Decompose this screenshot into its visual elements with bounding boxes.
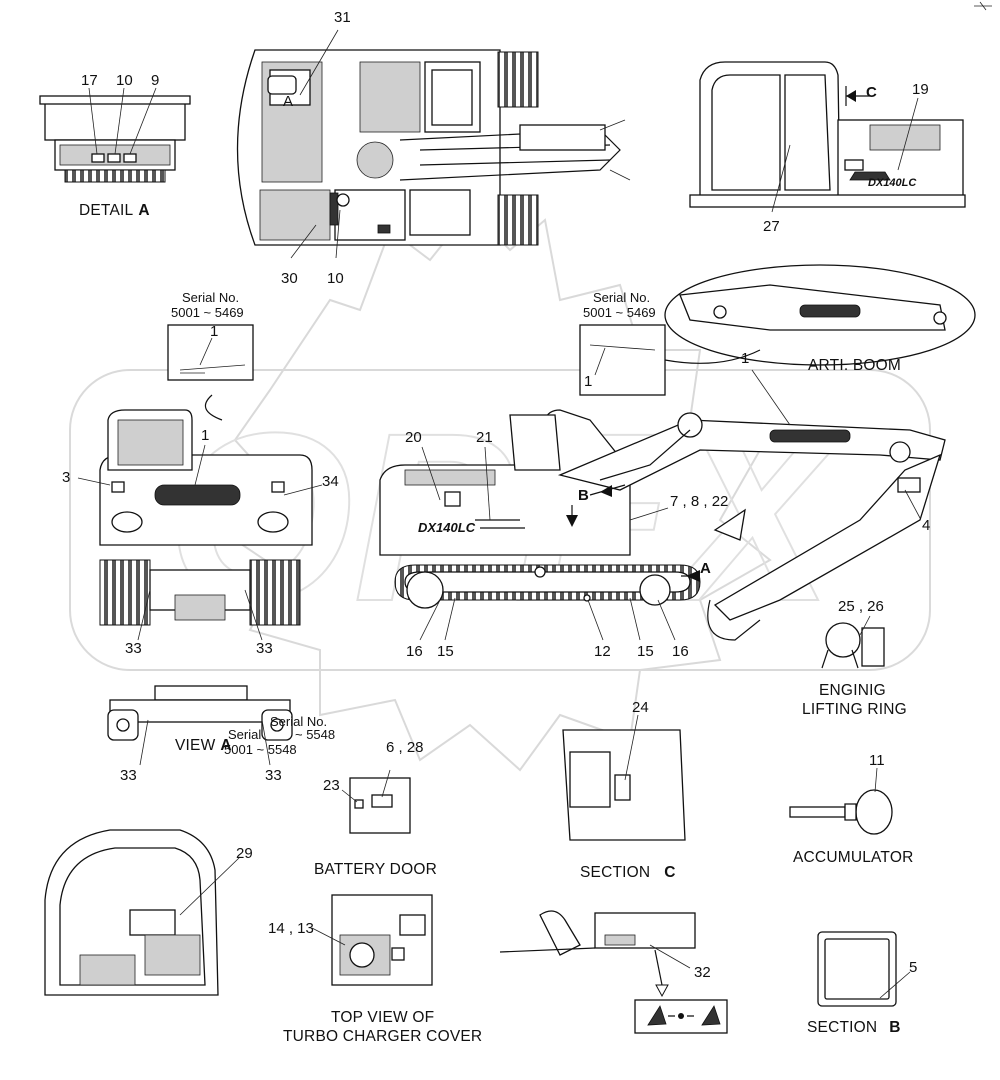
callout-1-boom: 1 xyxy=(741,350,749,367)
callout-31: 31 xyxy=(334,9,351,26)
detail-a-drawing xyxy=(39,87,191,183)
callout-5: 5 xyxy=(909,959,917,976)
caption-turbo-2: TURBO CHARGER COVER xyxy=(283,1028,482,1045)
callout-15-right: 15 xyxy=(637,643,654,660)
callout-21: 21 xyxy=(476,429,493,446)
callout-12: 12 xyxy=(594,643,611,660)
serial-view-range-left: 5001 ~ 5548 xyxy=(224,742,297,757)
view-arrow-a: A xyxy=(700,560,711,577)
callout-4: 4 xyxy=(922,517,930,534)
callout-14-13: 14 , 13 xyxy=(268,920,314,937)
callout-32: 32 xyxy=(694,964,711,981)
callout-10-top: 10 xyxy=(327,270,344,287)
callout-33-view-right: 33 xyxy=(265,767,282,784)
serial-view-prefix: Serial No. xyxy=(270,714,327,729)
view-a-drawing xyxy=(107,685,293,766)
accumulator-drawing xyxy=(789,767,893,835)
callout-11: 11 xyxy=(869,752,885,769)
callout-10-detail: 10 xyxy=(116,72,133,89)
model-badge-side: DX140LC xyxy=(868,177,917,189)
callout-7-8-22: 7 , 8 , 22 xyxy=(670,493,728,510)
top-view-drawing xyxy=(236,29,631,259)
control-lever-drawing xyxy=(499,910,728,1034)
serial-mid-title: Serial No. xyxy=(593,290,650,305)
side-view-drawing: DX140LC xyxy=(689,61,966,213)
caption-engine-ring-2: LIFTING RING xyxy=(802,701,907,718)
callout-33-front-left: 33 xyxy=(125,640,142,657)
serial-left-title: Serial No. xyxy=(182,290,239,305)
turbo-cover-drawing xyxy=(311,894,433,986)
corner-mark-icon xyxy=(974,1,992,11)
callout-27: 27 xyxy=(763,218,780,235)
caption-arti-boom: ARTI. BOOM xyxy=(808,357,901,374)
callout-16-right: 16 xyxy=(672,643,689,660)
callout-20: 20 xyxy=(405,429,422,446)
serial-view-prefix-overlap: Serial xyxy=(228,727,261,742)
callout-19: 19 xyxy=(912,81,929,98)
view-arrow-a-small: A xyxy=(283,93,293,110)
serial-left-range: 5001 ~ 5469 xyxy=(171,305,244,320)
cab-door-drawing xyxy=(44,829,241,996)
view-arrow-b: B xyxy=(578,487,589,504)
callout-9: 9 xyxy=(151,72,159,89)
serial-view-range-right: ~ 5548 xyxy=(295,727,335,742)
main-excavator-drawing: DX140LC xyxy=(379,369,946,641)
caption-battery-door: BATTERY DOOR xyxy=(314,861,437,878)
callout-1-serial-mid: 1 xyxy=(584,373,592,390)
callout-17: 17 xyxy=(81,72,98,89)
callout-25-26: 25 , 26 xyxy=(838,598,884,615)
battery-door-drawing xyxy=(341,769,411,834)
engine-lifting-ring-drawing xyxy=(821,615,885,669)
arti-boom-drawing xyxy=(664,264,976,366)
callout-34: 34 xyxy=(322,473,339,490)
callout-6-28: 6 , 28 xyxy=(386,739,424,756)
caption-engine-ring-1: ENGINIG xyxy=(819,682,886,699)
callout-30: 30 xyxy=(281,270,298,287)
serial-note-mid xyxy=(579,324,761,396)
front-view-drawing xyxy=(77,394,323,641)
callout-23: 23 xyxy=(323,777,340,794)
callout-29: 29 xyxy=(236,845,253,862)
callout-1-front: 1 xyxy=(201,427,209,444)
callout-33-view-left: 33 xyxy=(120,767,137,784)
caption-turbo-1: TOP VIEW OF xyxy=(331,1009,434,1026)
caption-accumulator: ACCUMULATOR xyxy=(793,849,913,866)
callout-16-left: 16 xyxy=(406,643,423,660)
callout-1-serial-left: 1 xyxy=(210,323,218,340)
view-arrow-c: C xyxy=(866,84,877,101)
section-c-drawing xyxy=(562,714,686,841)
model-badge-main: DX140LC xyxy=(418,520,476,535)
section-b-drawing xyxy=(817,931,911,1007)
serial-mid-range: 5001 ~ 5469 xyxy=(583,305,656,320)
callout-15-left: 15 xyxy=(437,643,454,660)
callout-24: 24 xyxy=(632,699,649,716)
serial-note-left xyxy=(167,324,254,381)
callout-3: 3 xyxy=(62,469,70,486)
callout-33-front-right: 33 xyxy=(256,640,273,657)
